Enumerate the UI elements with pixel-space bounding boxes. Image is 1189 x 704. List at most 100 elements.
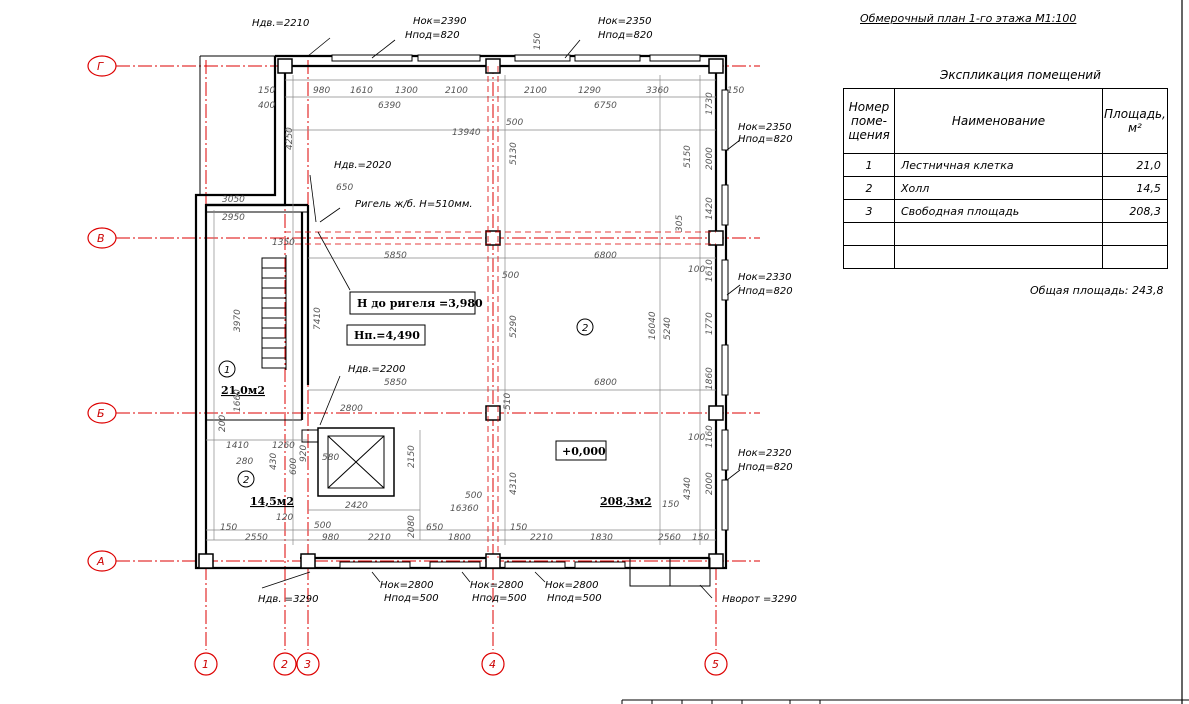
svg-text:580: 580 (322, 453, 339, 463)
svg-text:1830: 1830 (590, 533, 613, 543)
svg-text:980: 980 (313, 86, 330, 96)
title-block-strip (621, 699, 1189, 704)
col-name-header: Наименование (894, 88, 1103, 154)
svg-text:2950: 2950 (222, 213, 245, 223)
label-hdv-bottom: Hдв. =3290 (258, 594, 319, 605)
col-area-header: Площадь, м² (1102, 88, 1168, 154)
table-row (843, 222, 1168, 246)
axis-4: 4 (489, 658, 496, 671)
axis-1: 1 (202, 658, 209, 671)
svg-text:1800: 1800 (448, 533, 471, 543)
svg-text:920: 920 (299, 445, 309, 462)
svg-text:510: 510 (503, 393, 513, 410)
room2-area: 14,5м2 (250, 495, 294, 508)
svg-text:1420: 1420 (705, 197, 715, 220)
label-hpod-b1: Hпод=500 (384, 593, 439, 604)
label-hdv-top: Hдв.=2210 (252, 18, 309, 29)
svg-text:2100: 2100 (445, 86, 468, 96)
room1-number: 1 (224, 365, 230, 376)
svg-text:5150: 5150 (683, 145, 693, 168)
label-rigel: Ригель ж/б. H=510мм. (355, 198, 473, 210)
svg-text:200: 200 (218, 415, 228, 432)
axis-5: 5 (712, 658, 719, 671)
svg-text:100: 100 (688, 265, 705, 275)
svg-text:7410: 7410 (313, 307, 323, 330)
room2-number: 2 (243, 475, 249, 486)
room1-area: 21,0м2 (221, 384, 265, 397)
label-hpod-b2: Hпод=500 (472, 593, 527, 604)
svg-text:1260: 1260 (272, 441, 295, 451)
columns (198, 58, 724, 569)
svg-text:16040: 16040 (648, 311, 658, 340)
svg-text:150: 150 (692, 533, 709, 543)
axis-3: 3 (304, 658, 311, 671)
dimension-texts: 150 980 1610 1300 2100 2100 1290 3360 15… (218, 33, 744, 543)
svg-text:2550: 2550 (245, 533, 268, 543)
label-hdv-2020: Hдв.=2020 (334, 160, 391, 171)
label-hok-top1: Hок=2390 (413, 16, 467, 27)
svg-text:150: 150 (533, 33, 543, 50)
svg-text:13940: 13940 (452, 128, 481, 138)
svg-text:3050: 3050 (222, 195, 245, 205)
total-area: Общая площадь: 243,8 (1030, 284, 1164, 297)
svg-text:1160: 1160 (705, 425, 715, 448)
svg-text:600: 600 (289, 458, 299, 475)
axis-bubbles (87, 55, 728, 676)
svg-text:4340: 4340 (683, 477, 693, 500)
svg-text:6800: 6800 (594, 378, 617, 388)
label-hpod-b3: Hпод=500 (547, 593, 602, 604)
table-row: 2 Холл 14,5 (843, 176, 1168, 200)
svg-text:6800: 6800 (594, 251, 617, 261)
label-hok-top2: Hок=2350 (598, 16, 652, 27)
svg-text:650: 650 (426, 523, 443, 533)
stairs (261, 255, 287, 370)
label-hok-r1: Hок=2350 (738, 122, 792, 133)
svg-text:500: 500 (465, 491, 482, 501)
axis-a: А (96, 555, 105, 568)
svg-text:400: 400 (258, 101, 275, 111)
axis-g: Г (97, 60, 104, 73)
svg-text:2420: 2420 (345, 501, 368, 511)
label-hok-b1: Hок=2800 (380, 580, 434, 591)
svg-text:6750: 6750 (594, 101, 617, 111)
label-hpod-r1: Hпод=820 (738, 134, 793, 145)
svg-text:6390: 6390 (378, 101, 401, 111)
rigel-lines (285, 66, 716, 558)
axis-v: В (97, 232, 105, 245)
svg-text:2210: 2210 (530, 533, 553, 543)
svg-text:150: 150 (510, 523, 527, 533)
svg-text:5850: 5850 (384, 251, 407, 261)
label-hdv-2200: Hдв.=2200 (348, 364, 405, 375)
label-hok-r2: Hок=2330 (738, 272, 792, 283)
label-hvorot: Hворот =3290 (722, 594, 797, 605)
room3-area: 208,3м2 (600, 495, 652, 508)
svg-text:500: 500 (506, 118, 523, 128)
svg-text:2000: 2000 (705, 472, 715, 495)
label-h-rigel: Н до ригеля =3,980 (357, 297, 483, 310)
table-row: 3 Свободная площадь 208,3 (843, 199, 1168, 223)
svg-text:500: 500 (502, 271, 519, 281)
explication-heading: Экспликация помещений (940, 68, 1101, 82)
svg-text:16360: 16360 (450, 504, 479, 514)
svg-text:120: 120 (276, 513, 293, 523)
svg-text:1860: 1860 (705, 367, 715, 390)
svg-text:1410: 1410 (226, 441, 249, 451)
dimension-lines (206, 75, 716, 545)
drawing-title: Обмерочный план 1-го этажа М1:100 (860, 12, 1077, 25)
col-number-header: Номер поме-щения (843, 88, 895, 154)
svg-text:150: 150 (662, 500, 679, 510)
svg-text:500: 500 (314, 521, 331, 531)
label-hpod-r3: Hпод=820 (738, 462, 793, 473)
room-markers (218, 318, 594, 488)
label-hok-r3: Hок=2320 (738, 448, 792, 459)
svg-text:1610: 1610 (705, 259, 715, 282)
svg-text:3360: 3360 (646, 86, 669, 96)
label-boxes (346, 291, 607, 461)
label-hpod-top2: Hпод=820 (598, 30, 653, 41)
svg-text:430: 430 (269, 453, 279, 470)
svg-text:2560: 2560 (658, 533, 681, 543)
svg-text:5240: 5240 (663, 317, 673, 340)
svg-text:1730: 1730 (705, 92, 715, 115)
svg-text:4250: 4250 (285, 127, 295, 150)
